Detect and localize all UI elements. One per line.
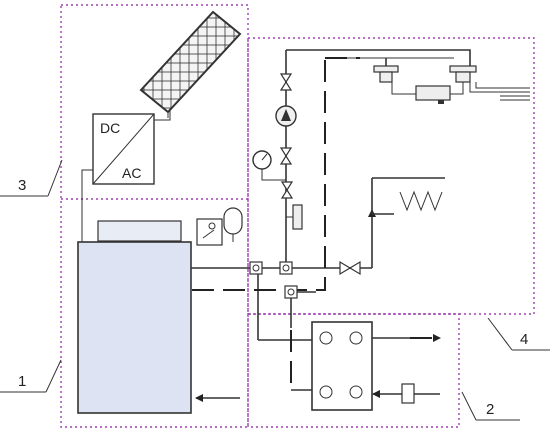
air-vent bbox=[292, 204, 303, 230]
callout-4-leader bbox=[487, 317, 513, 351]
zone-boundaries bbox=[60, 4, 535, 428]
gate-valve-b bbox=[348, 260, 361, 276]
callout-1-leader bbox=[45, 359, 62, 393]
fixture-1-flange bbox=[373, 65, 399, 73]
valve-bypass-core bbox=[287, 288, 295, 296]
safety-valve-b bbox=[280, 188, 294, 199]
tank-body bbox=[77, 241, 192, 414]
converter-diagonal bbox=[92, 113, 155, 185]
valve-junction-2-core bbox=[282, 264, 290, 272]
expansion-vessel bbox=[223, 207, 243, 235]
hx-port-4 bbox=[349, 385, 363, 399]
callout-3-leader bbox=[47, 159, 63, 197]
hx-port-3 bbox=[319, 385, 333, 399]
dc-ac-converter: DC AC bbox=[81, 108, 171, 243]
callout-3-label: 3 bbox=[18, 177, 26, 194]
callout-4-label: 4 bbox=[520, 331, 528, 348]
callout-2-leader bbox=[461, 391, 477, 421]
storage-tank bbox=[77, 207, 243, 414]
shower-branch bbox=[371, 178, 394, 215]
fixture-coil-2 bbox=[475, 82, 530, 89]
controller-needle bbox=[202, 229, 215, 239]
valve-junction-1 bbox=[249, 261, 263, 275]
zone-3-boundary bbox=[60, 4, 249, 428]
hx-port-1 bbox=[319, 331, 333, 345]
fixtures bbox=[373, 65, 530, 104]
controller-box bbox=[196, 218, 223, 246]
fixture-2-body bbox=[455, 71, 471, 83]
valve-mid-a bbox=[279, 147, 293, 158]
fixture-link-1 bbox=[391, 82, 416, 95]
controller-dial bbox=[208, 222, 216, 230]
converter-ac-label: AC bbox=[122, 165, 141, 181]
line-valves bbox=[249, 260, 361, 299]
tank-lid bbox=[97, 220, 182, 242]
gauge-needle bbox=[261, 153, 268, 161]
fixture-1-body bbox=[379, 71, 393, 83]
valve-junction-1-core bbox=[252, 264, 260, 272]
fixture-link-2 bbox=[450, 82, 464, 95]
converter-dc-label: DC bbox=[100, 120, 120, 136]
heat-exchanger bbox=[291, 321, 441, 411]
solar-panel-array bbox=[139, 10, 242, 114]
shower-spray bbox=[399, 190, 443, 212]
fixture-2-flange bbox=[449, 65, 477, 73]
gauge-line bbox=[261, 169, 286, 181]
fixture-heater bbox=[415, 85, 451, 101]
riser-components bbox=[252, 73, 303, 230]
hx-port-2 bbox=[349, 331, 363, 345]
valve-mid-b bbox=[279, 154, 293, 165]
zone-2-boundary bbox=[247, 313, 460, 428]
fixture-drain bbox=[438, 100, 444, 104]
fixture-coil-1 bbox=[469, 82, 530, 93]
return-dashed-main bbox=[192, 58, 326, 291]
return-lines bbox=[192, 57, 360, 390]
callout-2-label: 2 bbox=[486, 401, 494, 418]
valve-bypass bbox=[284, 285, 298, 299]
inlet-filter bbox=[401, 383, 415, 404]
converter-to-tank-wire bbox=[81, 169, 93, 243]
panel-to-converter-wire bbox=[154, 108, 171, 121]
valve-top-b bbox=[279, 80, 293, 91]
gate-valve-a bbox=[339, 260, 352, 276]
top-distribution-pipe bbox=[286, 49, 471, 66]
zone-4-boundary bbox=[247, 37, 535, 315]
callout-1-label: 1 bbox=[18, 373, 26, 390]
callouts: 3 1 4 2 bbox=[0, 159, 550, 421]
valve-junction-2 bbox=[279, 261, 293, 275]
pump-arrow bbox=[281, 109, 291, 121]
valve-top-a bbox=[279, 73, 293, 84]
safety-valve-a bbox=[280, 181, 294, 192]
solar-panel bbox=[139, 10, 242, 118]
